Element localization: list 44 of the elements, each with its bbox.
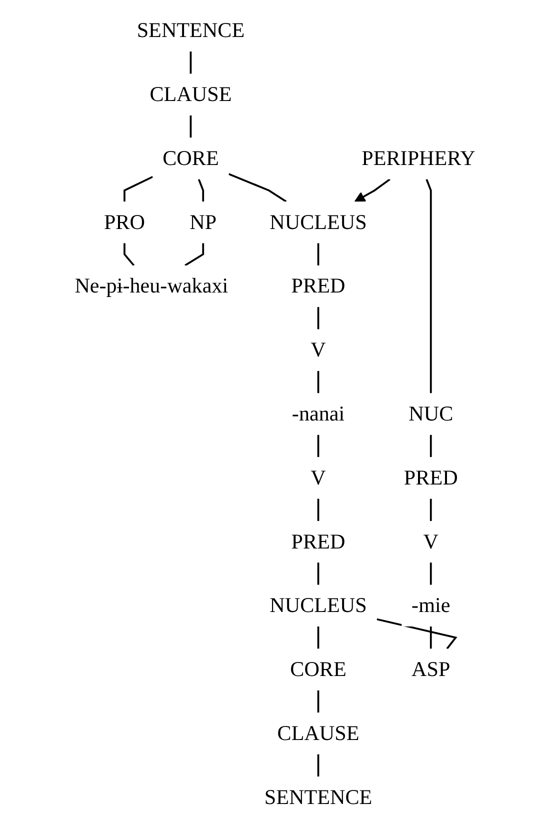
connector	[198, 178, 204, 202]
connector	[317, 243, 320, 266]
connector	[317, 754, 320, 777]
connector	[317, 434, 320, 458]
node-text: PRED	[291, 530, 346, 554]
node-text: ASP	[412, 657, 450, 682]
arrow	[354, 178, 390, 202]
node-text: Ne-pɨ-heu-wakaxi	[74, 274, 228, 298]
connector	[426, 178, 432, 394]
connector	[317, 690, 320, 713]
node-text: SENTENCE	[264, 785, 372, 809]
connector	[184, 243, 204, 266]
connector	[228, 173, 287, 202]
node-text: V	[310, 338, 326, 362]
connector	[317, 370, 320, 394]
node-text: NP	[190, 210, 217, 234]
connector	[124, 176, 154, 202]
connector	[430, 626, 432, 649]
node-text: CORE	[162, 146, 219, 170]
node-text: CORE	[290, 657, 346, 682]
connector	[430, 498, 432, 521]
node-text: PERIPHERY	[362, 146, 476, 170]
connector	[317, 626, 320, 649]
connector	[317, 562, 320, 585]
node-text: NUCLEUS	[270, 210, 367, 234]
node-text: CLAUSE	[277, 721, 360, 745]
node-text: PRED	[291, 274, 346, 298]
node-text: V	[310, 466, 326, 490]
connector	[124, 243, 135, 266]
connector	[430, 434, 432, 458]
node-text: PRED	[404, 466, 458, 490]
node-text: -nanai	[292, 402, 345, 426]
node-text: V	[423, 530, 438, 554]
connector	[317, 498, 320, 521]
connector	[430, 562, 432, 585]
node-text: PRO	[104, 210, 145, 234]
connector	[190, 51, 192, 74]
node-text: NUC	[408, 402, 454, 426]
connector	[317, 307, 320, 330]
connector	[190, 115, 192, 138]
node-text: SENTENCE	[136, 18, 245, 42]
node-text: NUCLEUS	[270, 594, 367, 618]
node-text: CLAUSE	[150, 82, 232, 106]
connector	[376, 618, 458, 650]
